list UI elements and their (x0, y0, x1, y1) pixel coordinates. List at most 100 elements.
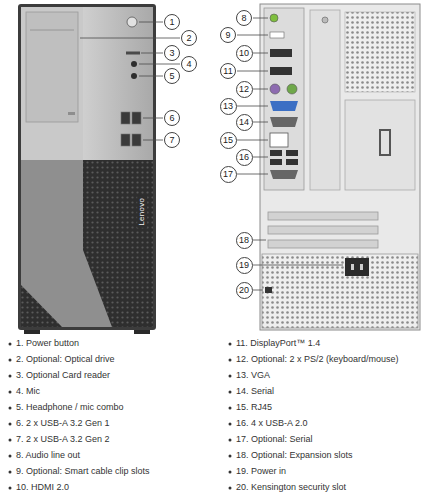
callout-circle: 14 (236, 114, 253, 131)
callout-number: 13 (223, 102, 233, 111)
bullet (9, 375, 12, 378)
legend-item: 15. RJ45 (236, 402, 272, 413)
leader-line (143, 118, 163, 119)
callout-circle: 2 (181, 30, 197, 46)
bullet (9, 423, 12, 426)
list-bullets (9, 343, 232, 490)
leader-line (139, 76, 163, 77)
legend-item: 18. Optional: Expansion slots (236, 450, 353, 461)
io-panel (264, 8, 304, 190)
expansion-slot (268, 226, 378, 234)
callout-number: 6 (169, 114, 174, 123)
bullet (229, 423, 232, 426)
bullet (229, 471, 232, 474)
kensington-slot (265, 287, 272, 293)
callout-number: 19 (239, 261, 249, 270)
callout-circle: 6 (164, 110, 180, 126)
thumb-screw (322, 17, 328, 23)
legend-item: 10. HDMI 2.0 (16, 482, 69, 493)
legend-item: 17. Optional: Serial (236, 434, 313, 445)
legend-item: 13. VGA (236, 370, 270, 381)
fan-vent (345, 12, 415, 92)
usb-port (270, 150, 282, 156)
bullet (9, 343, 12, 346)
leader-line (253, 240, 266, 241)
bullet (9, 455, 12, 458)
callout-number: 2 (186, 34, 191, 43)
leader-line (237, 71, 268, 72)
tower-front-body (18, 4, 156, 330)
legend-item: 7. 2 x USB-A 3.2 Gen 2 (16, 434, 110, 445)
callout-circle: 19 (236, 257, 253, 274)
hdmi-port (270, 49, 292, 57)
serial-port (270, 117, 298, 127)
leader-line (253, 89, 268, 90)
callout-number: 9 (225, 31, 230, 40)
legend-item: 3. Optional Card reader (16, 370, 110, 381)
leader-lines (80, 18, 343, 290)
callout-number: 12 (239, 85, 249, 94)
callout-circle: 4 (181, 56, 197, 72)
inlet-pin (360, 264, 363, 270)
front-mesh (21, 160, 153, 327)
power-button (127, 17, 137, 27)
bullet (229, 359, 232, 362)
bullet (9, 439, 12, 442)
front-left-panel (21, 7, 83, 160)
usb-port (121, 134, 130, 146)
callout-circle: 12 (236, 81, 253, 98)
bullet (9, 391, 12, 394)
leader-line (139, 22, 163, 23)
legend-item: 19. Power in (236, 466, 286, 477)
bullet (9, 407, 12, 410)
callout-circle: 3 (164, 45, 180, 61)
leader-line (143, 140, 163, 141)
callout-circle: 16 (236, 149, 253, 166)
callout-circle: 8 (236, 10, 252, 26)
callout-number: 8 (241, 14, 246, 23)
leader-line (139, 64, 180, 65)
leader-line (80, 38, 180, 39)
eject-button (68, 112, 75, 115)
usb-port (270, 159, 282, 165)
legend-item: 8. Audio line out (16, 450, 80, 461)
legend-item: 12. Optional: 2 x PS/2 (keyboard/mouse) (236, 354, 399, 365)
callout-number: 18 (239, 236, 249, 245)
brand-logo: Lenovo (137, 196, 147, 228)
bullet (229, 343, 232, 346)
optical-drive-bay (26, 12, 78, 122)
callout-number: 10 (239, 49, 249, 58)
leader-line (237, 35, 268, 36)
callout-number: 7 (169, 136, 174, 145)
headphone-jack (131, 73, 137, 79)
usb-port (132, 112, 141, 124)
inlet-pin (351, 264, 354, 270)
displayport-port (270, 67, 292, 75)
bullet (229, 375, 232, 378)
expansion-slot (268, 240, 378, 248)
legend-item: 20. Kensington security slot (236, 482, 346, 493)
tower-foot (24, 330, 40, 334)
callout-number: 20 (239, 286, 249, 295)
optical-drive-slot (30, 30, 74, 31)
callout-circle: 11 (220, 63, 236, 79)
leader-line (253, 290, 263, 291)
callout-number: 14 (239, 118, 249, 127)
callout-number: 4 (186, 60, 191, 69)
front-right-panel (83, 7, 153, 160)
legend-item: 11. DisplayPort™ 1.4 (236, 338, 320, 349)
expansion-slot (268, 212, 378, 220)
usb-port (286, 159, 298, 165)
legend-item: 1. Power button (16, 338, 79, 349)
rear-panel-block (345, 100, 415, 190)
callout-circle: 15 (220, 132, 237, 149)
bullet (9, 359, 12, 362)
padlock-loop (380, 130, 390, 155)
cable-clip-slot (270, 32, 284, 38)
callout-circle: 1 (164, 14, 180, 30)
legend-item: 5. Headphone / mic combo (16, 402, 124, 413)
leader-line (253, 53, 268, 54)
bullet (229, 407, 232, 410)
legend-item: 6. 2 x USB-A 3.2 Gen 1 (16, 418, 110, 429)
legend-item: 2. Optional: Optical drive (16, 354, 115, 365)
